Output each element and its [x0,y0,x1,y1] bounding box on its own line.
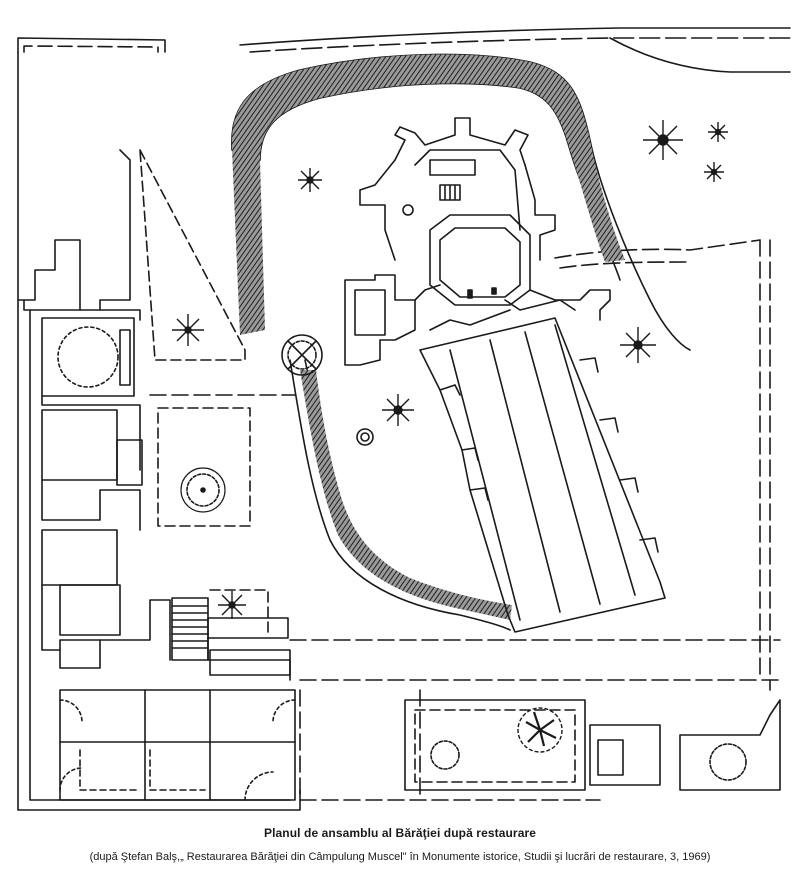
tree-icon [643,120,683,160]
site-plan-drawing [17,27,791,811]
garden-plots [139,149,269,636]
east-lower-plots [404,699,781,791]
tree-icon [620,327,656,363]
tree-crown-icon [517,707,563,753]
wall-hatching [231,54,626,335]
plan-caption-title: Planul de ansamblu al Bărăţiei după rest… [263,826,537,840]
tree-icon [708,122,728,142]
dashed-pathways [149,239,781,801]
church-ruin-plan [344,117,666,633]
tree-icon [218,591,246,619]
tree-icon [172,314,204,346]
fountain-icon [180,467,226,513]
tree-icon [704,162,724,182]
wall-hatching-south [300,370,512,620]
top-boundary-wall [17,27,791,73]
tree-icon [298,168,322,192]
well-icon [356,428,374,446]
fortification-wall [231,53,691,631]
south-building [59,689,296,801]
tree-icon [382,394,414,426]
plan-caption-source: (după Ştefan Balş,„ Restaurarea Bărăţiei… [89,851,711,863]
corner-bastion [281,334,323,376]
